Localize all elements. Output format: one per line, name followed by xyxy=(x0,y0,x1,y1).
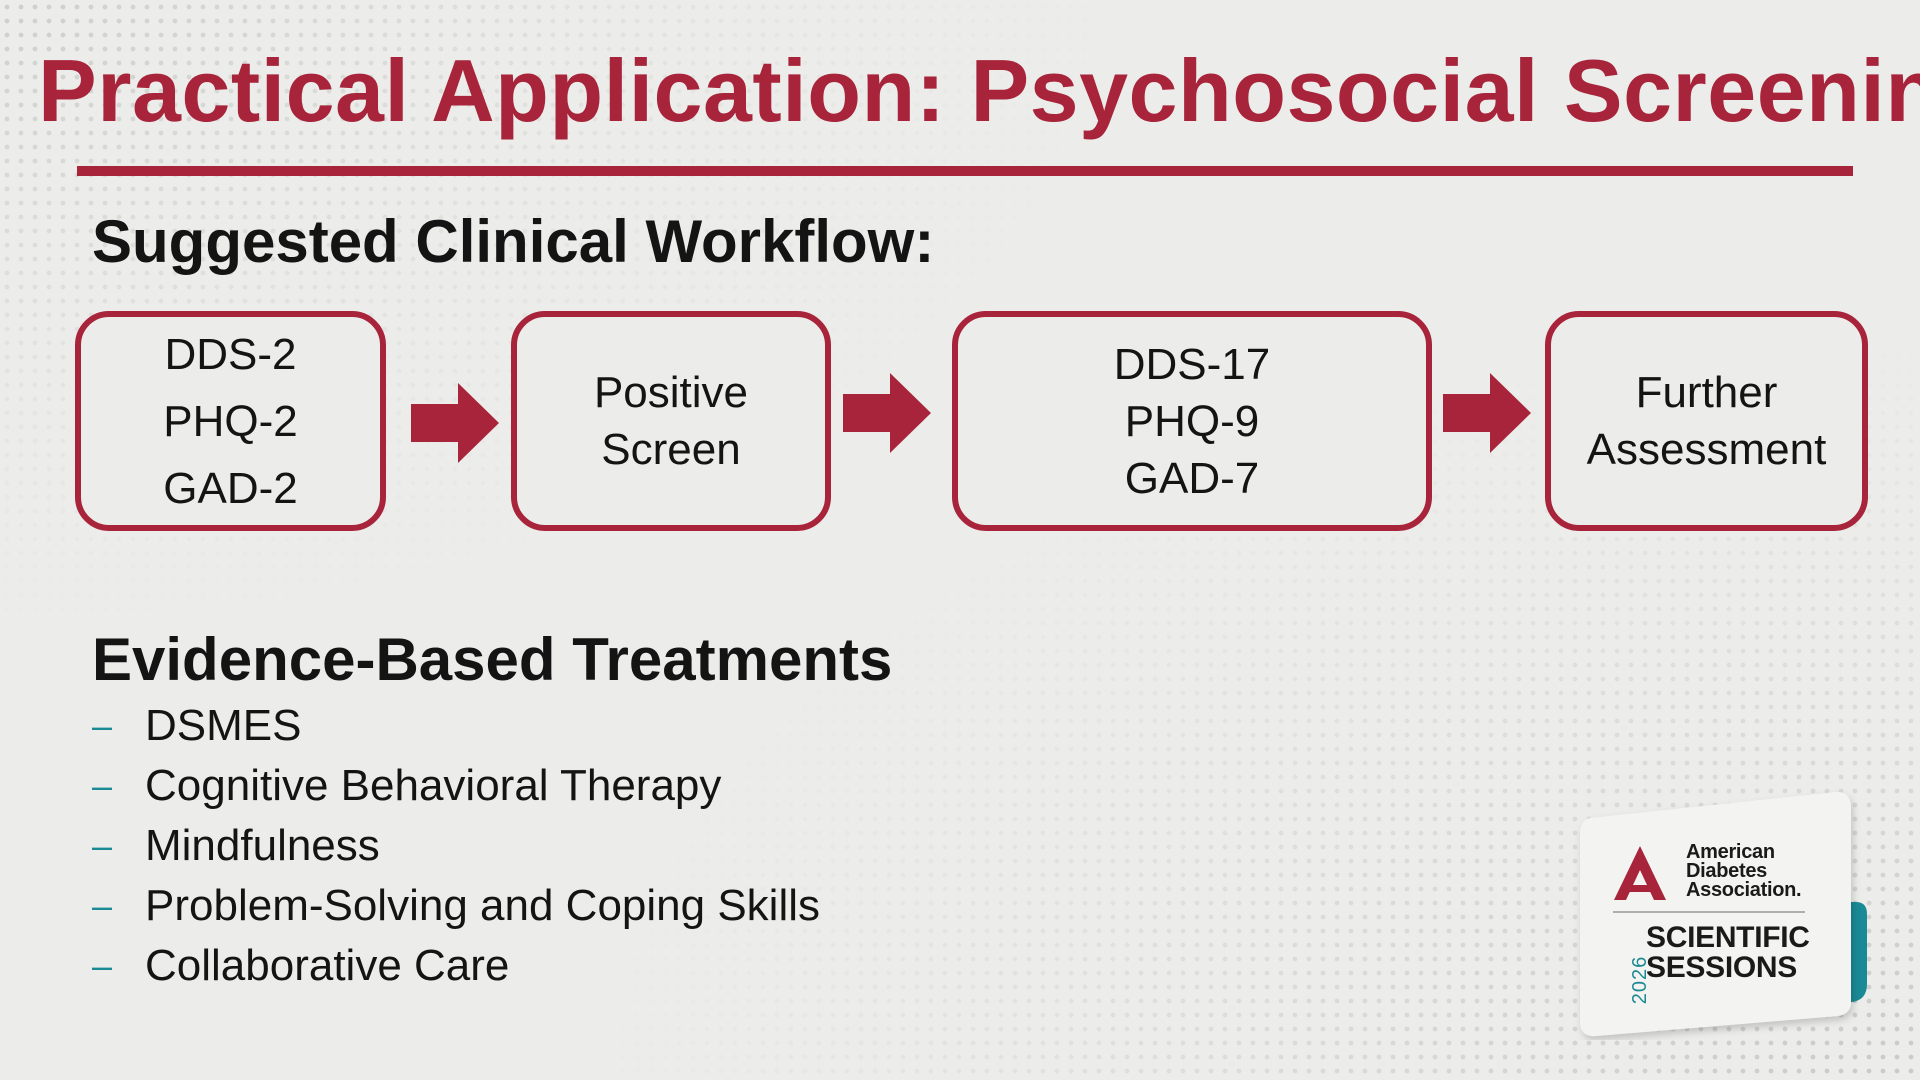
step-line: Screen xyxy=(601,425,741,474)
workflow-heading: Suggested Clinical Workflow: xyxy=(92,208,935,275)
treatment-label: DSMES xyxy=(145,701,302,750)
ada-triangle-logo-icon xyxy=(1614,846,1666,900)
treatment-label: Mindfulness xyxy=(145,821,380,870)
step-line: Assessment xyxy=(1586,425,1827,474)
badge-card-shape xyxy=(1580,791,1867,1037)
right-arrow-icon xyxy=(843,373,931,453)
scientific-sessions-badge: American Diabetes Association. 2026 SCIE… xyxy=(1560,790,1870,1040)
event-line: SESSIONS xyxy=(1646,951,1797,984)
step-line: GAD-7 xyxy=(1124,453,1260,503)
right-arrow-icon xyxy=(411,383,499,463)
workflow-step-positive-screen: Positive Screen xyxy=(511,311,831,531)
workflow-step-initial-screening: DDS-2 PHQ-2 GAD-2 xyxy=(75,311,386,531)
ada-wordmark: American Diabetes Association. xyxy=(1686,841,1802,901)
workflow-step-full-screening: DDS-17 PHQ-9 GAD-7 xyxy=(952,311,1432,531)
bullet-dash: – xyxy=(92,885,113,926)
step-line: GAD-2 xyxy=(163,463,298,513)
treatment-label: Problem-Solving and Coping Skills xyxy=(145,881,820,930)
bullet-dash: – xyxy=(92,945,113,986)
right-arrow-icon xyxy=(1443,373,1531,453)
bullet-dash: – xyxy=(92,765,113,806)
step-line: DDS-17 xyxy=(1113,339,1271,389)
treatment-label: Collaborative Care xyxy=(145,941,510,990)
step-line: PHQ-2 xyxy=(163,396,298,446)
step-line: Further xyxy=(1635,368,1778,417)
slide-title: Practical Application: Psychosocial Scre… xyxy=(38,41,1920,140)
org-line: Diabetes xyxy=(1686,860,1767,882)
event-line: SCIENTIFIC xyxy=(1646,921,1810,954)
step-line: PHQ-9 xyxy=(1124,396,1260,446)
step-line: DDS-2 xyxy=(164,329,297,379)
org-line: American xyxy=(1686,841,1775,863)
workflow-step-further-assessment: Further Assessment xyxy=(1545,311,1868,531)
bullet-dash: – xyxy=(92,705,113,746)
bullet-dash: – xyxy=(92,825,113,866)
event-name: SCIENTIFIC SESSIONS xyxy=(1646,923,1810,983)
title-underline xyxy=(77,166,1853,176)
org-line: Association. xyxy=(1686,879,1802,901)
treatments-heading: Evidence-Based Treatments xyxy=(92,626,893,693)
step-line: Positive xyxy=(593,368,749,417)
treatment-label: Cognitive Behavioral Therapy xyxy=(145,761,722,810)
